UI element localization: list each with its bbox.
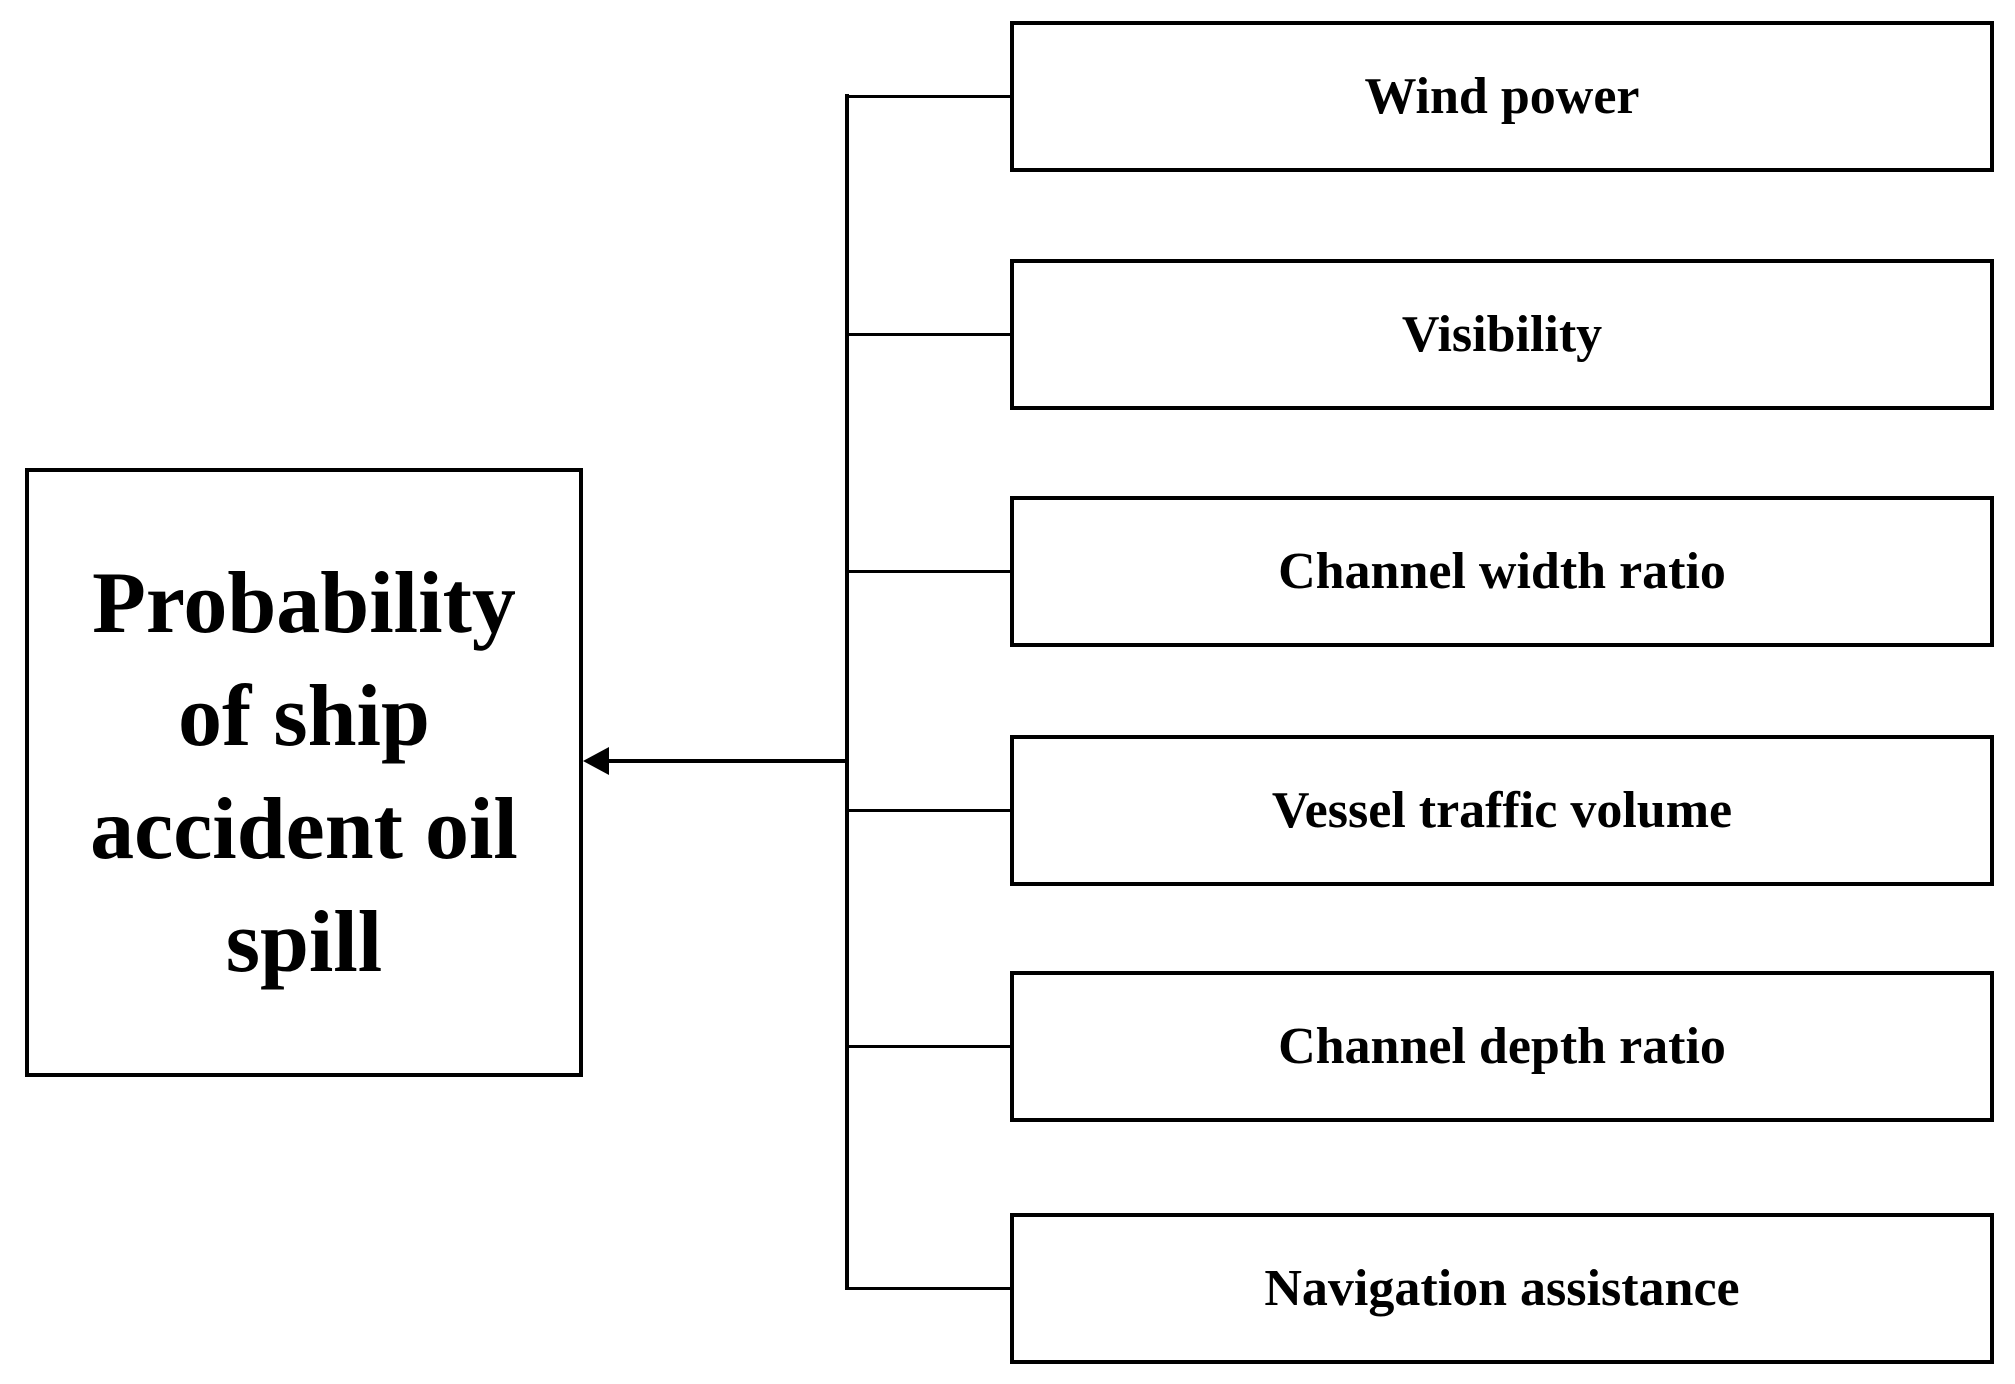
connector-line-channel-depth-ratio xyxy=(847,1045,1010,1048)
arrow-line xyxy=(602,759,847,763)
probability-node-line: of ship xyxy=(178,667,430,765)
connector-line-channel-width-ratio xyxy=(847,570,1010,573)
connector-line-vessel-traffic-volume xyxy=(847,809,1010,812)
factor-node-channel-depth-ratio: Channel depth ratio xyxy=(1010,971,1994,1122)
probability-node-line: Probability xyxy=(92,554,516,652)
factor-node-visibility: Visibility xyxy=(1010,259,1994,410)
factor-node-channel-width-ratio: Channel width ratio xyxy=(1010,496,1994,647)
factor-node-navigation-assistance: Navigation assistance xyxy=(1010,1213,1994,1364)
probability-node: Probability of ship accident oil spill xyxy=(25,468,583,1077)
probability-node-line: spill xyxy=(225,893,383,991)
probability-node-label: Probability of ship accident oil spill xyxy=(90,547,518,999)
factor-node-vessel-traffic-volume: Vessel traffic volume xyxy=(1010,735,1994,886)
arrowhead-icon xyxy=(583,747,609,775)
connector-line-wind-power xyxy=(847,95,1010,98)
factor-node-wind-power: Wind power xyxy=(1010,21,1994,172)
connector-line-navigation-assistance xyxy=(847,1287,1010,1290)
probability-node-line: accident oil xyxy=(90,780,518,878)
trunk-line xyxy=(845,94,849,1290)
connector-line-visibility xyxy=(847,333,1010,336)
